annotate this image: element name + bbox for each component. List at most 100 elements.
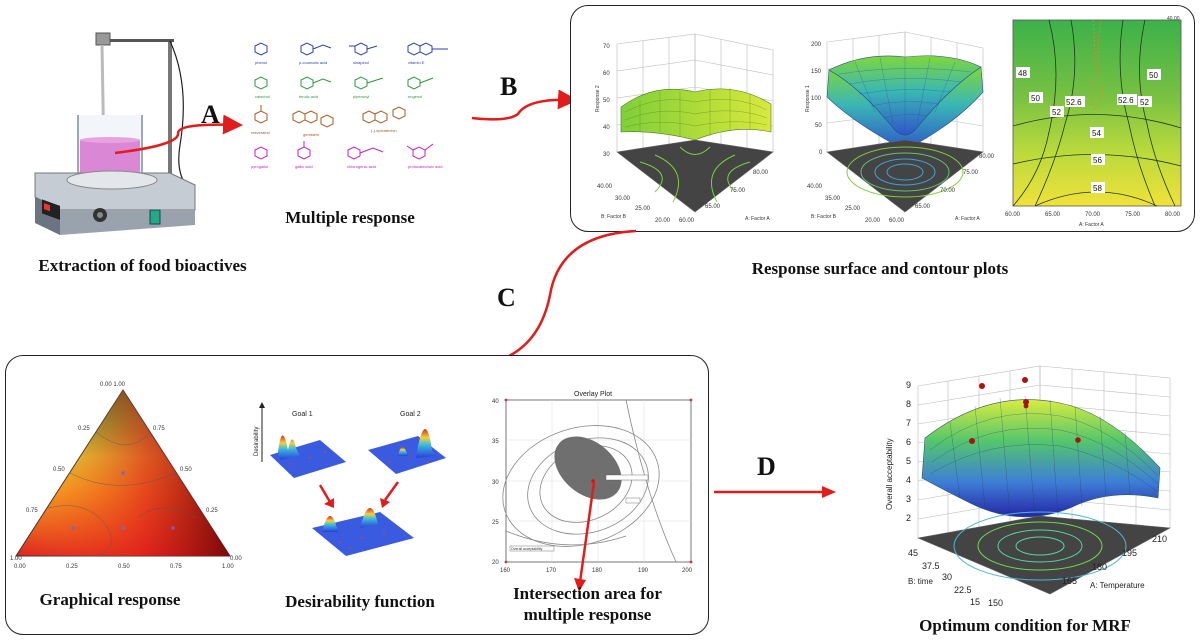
caption-extraction: Extraction of food bioactives — [38, 256, 247, 275]
optimum-surface-plot: 9 8 7 6 5 4 3 2 Overall acceptability 45… — [870, 358, 1195, 608]
surface2-btick: 35.00 — [825, 196, 841, 202]
optimum-ztick: 7 — [906, 418, 911, 428]
ternary-left-tick: 0.25 — [78, 426, 90, 432]
optimum-ztick: 8 — [906, 399, 911, 409]
overlay-ytick: 40 — [492, 399, 499, 405]
surface2-ztick: 200 — [811, 42, 822, 48]
step-label-a: A — [201, 100, 220, 129]
contour-xlabel: A: Factor A — [1079, 222, 1104, 228]
arrow-b — [468, 89, 583, 130]
optimum-ztick: 4 — [906, 475, 911, 485]
overlay-ytick: 30 — [492, 480, 499, 486]
ternary-left-corner: 1.00 — [10, 556, 22, 562]
step-label-c: C — [497, 283, 516, 312]
ternary-bottom-tick: 0.25 — [66, 564, 78, 570]
caption-response-surface: Response surface and contour plots — [751, 259, 1009, 278]
overlay-xtick: 200 — [682, 568, 693, 574]
overlay-ytick: 25 — [492, 520, 499, 526]
optimum-btick: 15 — [970, 597, 980, 607]
contour-top-tick: 40.00 — [1167, 16, 1180, 22]
optimum-ztick: 2 — [906, 513, 911, 523]
surface1-a-axis: A: Factor A — [745, 216, 770, 222]
surface2-btick: 20.00 — [865, 218, 881, 224]
optimum-btick: 30 — [942, 572, 952, 582]
surface1-ztick: 40 — [603, 125, 610, 131]
optimum-ztick: 3 — [906, 494, 911, 504]
surface1-ylabel: Response 2 — [595, 85, 601, 112]
contour-label: 52 — [1052, 108, 1061, 117]
surface2-ztick: 50 — [815, 123, 822, 129]
contour-label: 48 — [1018, 69, 1027, 78]
surface-plot-2: 200 150 100 50 0 Response 1 40.00 35.00 … — [805, 12, 1010, 237]
surface1-btick: 20.00 — [655, 218, 671, 224]
surface2-ylabel: Response 1 — [805, 85, 811, 112]
surface1-ztick: 70 — [603, 44, 610, 50]
surface2-b-axis: B: Factor B — [811, 214, 837, 220]
molecule-name: piperonyl — [353, 94, 369, 99]
step-label-d: D — [757, 452, 776, 481]
surface1-ztick: 50 — [603, 98, 610, 104]
contour-label: 58 — [1093, 184, 1102, 193]
ternary-right-tick: 0.75 — [153, 426, 165, 432]
molecule-name: chlorogenic acid — [347, 164, 376, 169]
optimum-ztick: 9 — [906, 380, 911, 390]
optimum-ylabel: Overall acceptability — [885, 438, 894, 510]
caption-graphical-response: Graphical response — [39, 590, 181, 609]
arrow-d — [712, 482, 842, 502]
overlay-xtick: 160 — [500, 568, 511, 574]
step-label-b: B — [500, 72, 518, 101]
surface1-atick: 65.00 — [705, 204, 721, 210]
surface2-atick: 75.00 — [963, 170, 979, 176]
molecule-name: catechol — [255, 94, 270, 99]
molecule-name: resveratrol — [251, 130, 270, 135]
molecule-name: phenol — [255, 60, 267, 65]
surface2-atick: 60.00 — [889, 218, 905, 224]
ternary-right-tick: 0.50 — [180, 467, 192, 473]
molecule-name: eugenol — [408, 94, 422, 99]
contour-label: 52.6 — [1118, 96, 1134, 105]
surface2-ztick: 150 — [811, 69, 822, 75]
overlay-label-overall: Overall acceptability — [511, 547, 543, 551]
surface1-ztick: 60 — [603, 71, 610, 77]
contour-label: 52.6 — [1066, 98, 1082, 107]
surface2-a-axis: A: Factor A — [955, 216, 980, 222]
optimum-btick: 22.5 — [954, 585, 972, 595]
contour-plot: 48 50 50 52 52.6 52.6 52 54 56 58 60.00 … — [1005, 14, 1187, 230]
goal1-label: Goal 1 — [292, 411, 313, 418]
ternary-right-corner: 0.00 — [230, 556, 242, 562]
surface1-b-axis: B: Factor B — [601, 214, 627, 220]
surface2-atick: 80.00 — [979, 154, 995, 160]
molecule-name: p-coumaric acid — [299, 60, 327, 65]
surface-plot-1: 70 60 50 40 30 Response 2 40.00 30.00 25… — [595, 12, 805, 237]
surface1-atick: 80.00 — [753, 170, 769, 176]
optimum-atick: 165 — [1062, 576, 1077, 586]
surface2-ztick: 100 — [811, 96, 822, 102]
optimum-btick: 45 — [908, 548, 918, 558]
contour-label: 54 — [1092, 129, 1101, 138]
contour-label: 52 — [1140, 98, 1149, 107]
molecule-name: pyrogallol — [251, 164, 268, 169]
contour-label: 50 — [1031, 94, 1040, 103]
molecule-grid: phenol p-coumaric acid sinapinol vitamin… — [243, 38, 458, 178]
overlay-ytick: 20 — [492, 560, 499, 566]
ternary-left-tick: 0.75 — [26, 508, 38, 514]
surface1-btick: 40.00 — [597, 184, 613, 190]
contour-xtick: 75.00 — [1125, 212, 1141, 218]
ternary-bottom-tick: 0.00 — [14, 564, 26, 570]
overlay-plot: Overlay Plot Overall acceptability 40 35… — [486, 386, 698, 581]
overlay-title: Overlay Plot — [574, 391, 612, 398]
surface1-atick: 75.00 — [730, 188, 746, 194]
molecule-name: genistein — [303, 132, 319, 137]
ternary-bottom-tick: 1.00 — [222, 564, 234, 570]
overlay-xtick: 170 — [546, 568, 557, 574]
contour-xtick: 65.00 — [1045, 212, 1061, 218]
contour-xtick: 60.00 — [1005, 212, 1021, 218]
molecule-name: gallic acid — [295, 164, 313, 169]
caption-intersection-1: Intersection area for — [513, 584, 662, 603]
contour-xtick: 70.00 — [1085, 212, 1101, 218]
ternary-right-tick: 0.25 — [206, 508, 218, 514]
surface1-ztick: 30 — [603, 152, 610, 158]
caption-intersection-2: multiple response — [523, 605, 652, 624]
surface1-btick: 25.00 — [635, 206, 651, 212]
surface2-btick: 40.00 — [807, 184, 823, 190]
